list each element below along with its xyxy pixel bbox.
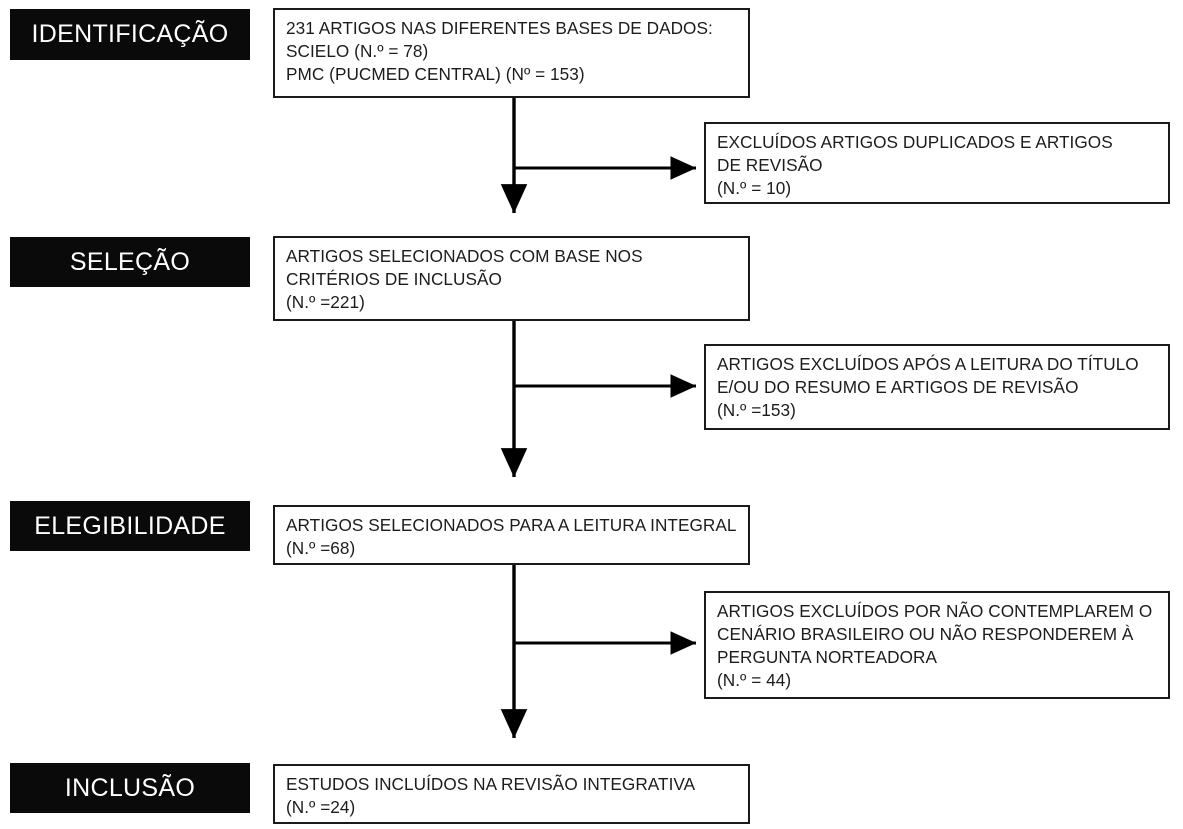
node-line: (N.º = 10): [717, 178, 792, 199]
node-line: DE REVISÃO: [717, 155, 823, 176]
node-line: ARTIGOS EXCLUÍDOS POR NÃO CONTEMPLAREM O: [717, 601, 1153, 621]
node-box-inclusao-records: ESTUDOS INCLUÍDOS NA REVISÃO INTEGRATIVA…: [273, 764, 750, 824]
node-line: PERGUNTA NORTEADORA: [717, 647, 937, 668]
node-line: CENÁRIO BRASILEIRO OU NÃO RESPONDEREM À: [717, 624, 1134, 645]
connector-selecao-to-elegibilidade: [500, 320, 697, 478]
node-box-identificacao-records: 231 ARTIGOS NAS DIFERENTES BASES DE DADO…: [273, 8, 750, 98]
node-box-elegibilidade-excluded: ARTIGOS EXCLUÍDOS POR NÃO CONTEMPLAREM O…: [704, 591, 1170, 699]
node-box-selecao-records: ARTIGOS SELECIONADOS COM BASE NOS CRITÉR…: [273, 236, 750, 321]
connector-identificacao-to-selecao: [500, 97, 697, 214]
node-line: ESTUDOS INCLUÍDOS NA REVISÃO INTEGRATIVA: [286, 774, 696, 794]
node-box-identificacao-excluded: EXCLUÍDOS ARTIGOS DUPLICADOS E ARTIGOS D…: [704, 122, 1170, 204]
node-line: ARTIGOS SELECIONADOS COM BASE NOS: [286, 246, 643, 266]
stage-label-identificacao: IDENTIFICAÇÃO: [10, 9, 250, 60]
node-line: (N.º =153): [717, 400, 796, 421]
node-box-elegibilidade-records: ARTIGOS SELECIONADOS PARA A LEITURA INTE…: [273, 505, 750, 565]
node-line: SCIELO (N.º = 78): [286, 41, 429, 62]
stage-label-inclusao: INCLUSÃO: [10, 763, 250, 813]
stage-label-selecao: SELEÇÃO: [10, 237, 250, 287]
stage-label-elegibilidade: ELEGIBILIDADE: [10, 501, 250, 551]
node-line: CRITÉRIOS DE INCLUSÃO: [286, 269, 502, 290]
node-line: ARTIGOS EXCLUÍDOS APÓS A LEITURA DO TÍTU…: [717, 354, 1139, 374]
node-line: PMC (PUCMED CENTRAL) (Nº = 153): [286, 64, 585, 85]
node-line: EXCLUÍDOS ARTIGOS DUPLICADOS E ARTIGOS: [717, 132, 1113, 152]
node-line: (N.º =68): [286, 538, 356, 559]
node-line: (N.º =24): [286, 797, 356, 818]
node-line: 231 ARTIGOS NAS DIFERENTES BASES DE DADO…: [286, 18, 713, 38]
node-box-selecao-excluded: ARTIGOS EXCLUÍDOS APÓS A LEITURA DO TÍTU…: [704, 344, 1170, 430]
connector-elegibilidade-to-inclusao: [500, 565, 697, 739]
node-line: (N.º =221): [286, 292, 365, 313]
node-line: E/OU DO RESUMO E ARTIGOS DE REVISÃO: [717, 377, 1079, 398]
node-line: ARTIGOS SELECIONADOS PARA A LEITURA INTE…: [286, 515, 737, 535]
node-line: (N.º = 44): [717, 670, 792, 691]
